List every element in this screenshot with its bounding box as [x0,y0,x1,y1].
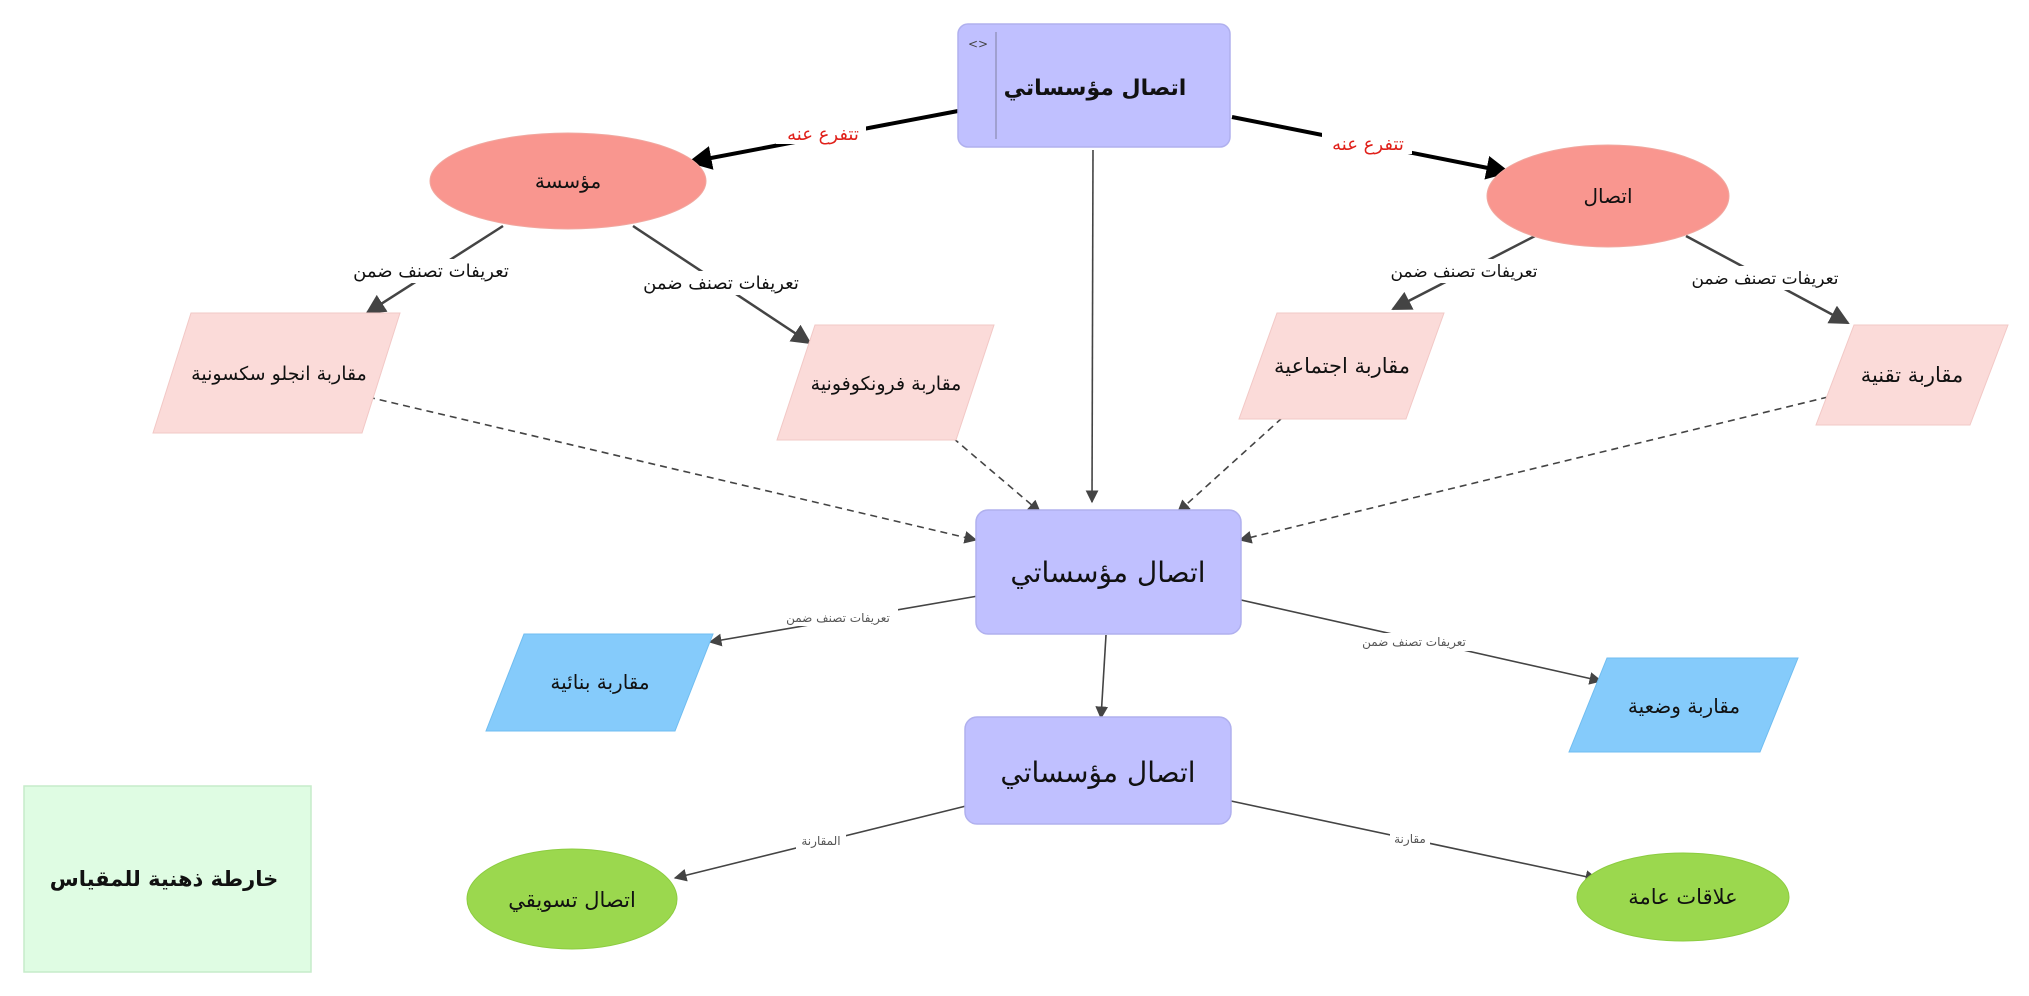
org-node[interactable]: مؤسسة [429,132,707,230]
positivist-node[interactable]: مقاربة وضعية [1568,657,1799,753]
edge-label-classify-social: تعريفات تصنف ضمن [1390,262,1537,282]
positivist-label: مقاربة وضعية [1628,694,1740,718]
legend-title: خارطة ذهنية للمقياس [50,867,279,891]
legend-box: خارطة ذهنية للمقياس [23,785,312,973]
collapse-toggle-icon[interactable]: <> [968,37,988,51]
anglo-node[interactable]: مقاربة انجلو سكسونية [152,312,401,434]
top-box-node[interactable]: <> اتصال مؤسساتي [957,23,1231,148]
comm-label: اتصال [1583,184,1632,208]
edge-label-classify-franco: تعريفات تصنف ضمن [643,273,799,294]
edge-top-to-center [1085,149,1099,504]
edge-franco-to-center [952,437,1041,513]
org-label: مؤسسة [535,169,601,193]
center-box-label: اتصال مؤسساتي [1010,556,1205,589]
edge-label-compare-right: مقارنة [1394,832,1426,847]
edge-label-classify-structural: تعريفات تصنف ضمن [786,611,890,626]
center-box-node[interactable]: اتصال مؤسساتي [975,509,1242,635]
edge-anglo-to-center [367,396,978,544]
social-node[interactable]: مقاربة اجتماعية [1238,312,1445,420]
edge-label-classify-positivist: تعريفات تصنف ضمن [1362,635,1466,650]
edge-tech-to-center [1238,396,1829,544]
marketing-node[interactable]: اتصال تسويقي [466,848,678,950]
franco-node[interactable]: مقاربة فرونكوفونية [776,324,995,441]
top-box-label: اتصال مؤسساتي [1004,76,1187,101]
structural-node[interactable]: مقاربة بنائية [485,633,714,732]
lower-box-label: اتصال مؤسساتي [1000,756,1195,789]
lower-box-node[interactable]: اتصال مؤسساتي [964,716,1232,825]
tech-node[interactable]: مقاربة تقنية [1815,324,2009,426]
anglo-label: مقاربة انجلو سكسونية [191,363,367,385]
edge-label-compare-left: المقارنة [801,834,840,849]
edge-label-branch-left: تتفرع عنه [787,124,859,145]
edge-label-classify-tech: تعريفات تصنف ضمن [1691,269,1838,289]
edge-labels: تتفرع عنه تتفرع عنه تعريفات تصنف ضمن تعر… [340,120,1843,849]
franco-label: مقاربة فرونكوفونية [811,373,962,395]
social-label: مقاربة اجتماعية [1274,354,1410,378]
edge-label-branch-right: تتفرع عنه [1332,134,1404,155]
edge-social-to-center [1177,417,1283,513]
pr-label: علاقات عامة [1628,885,1737,909]
comm-node[interactable]: اتصال [1486,144,1730,248]
marketing-label: اتصال تسويقي [508,888,636,912]
edge-label-classify-anglo: تعريفات تصنف ضمن [353,261,509,282]
pr-node[interactable]: علاقات عامة [1576,852,1790,942]
tech-label: مقاربة تقنية [1861,363,1964,387]
structural-label: مقاربة بنائية [550,670,649,694]
edge-center-to-lower [1095,634,1109,720]
